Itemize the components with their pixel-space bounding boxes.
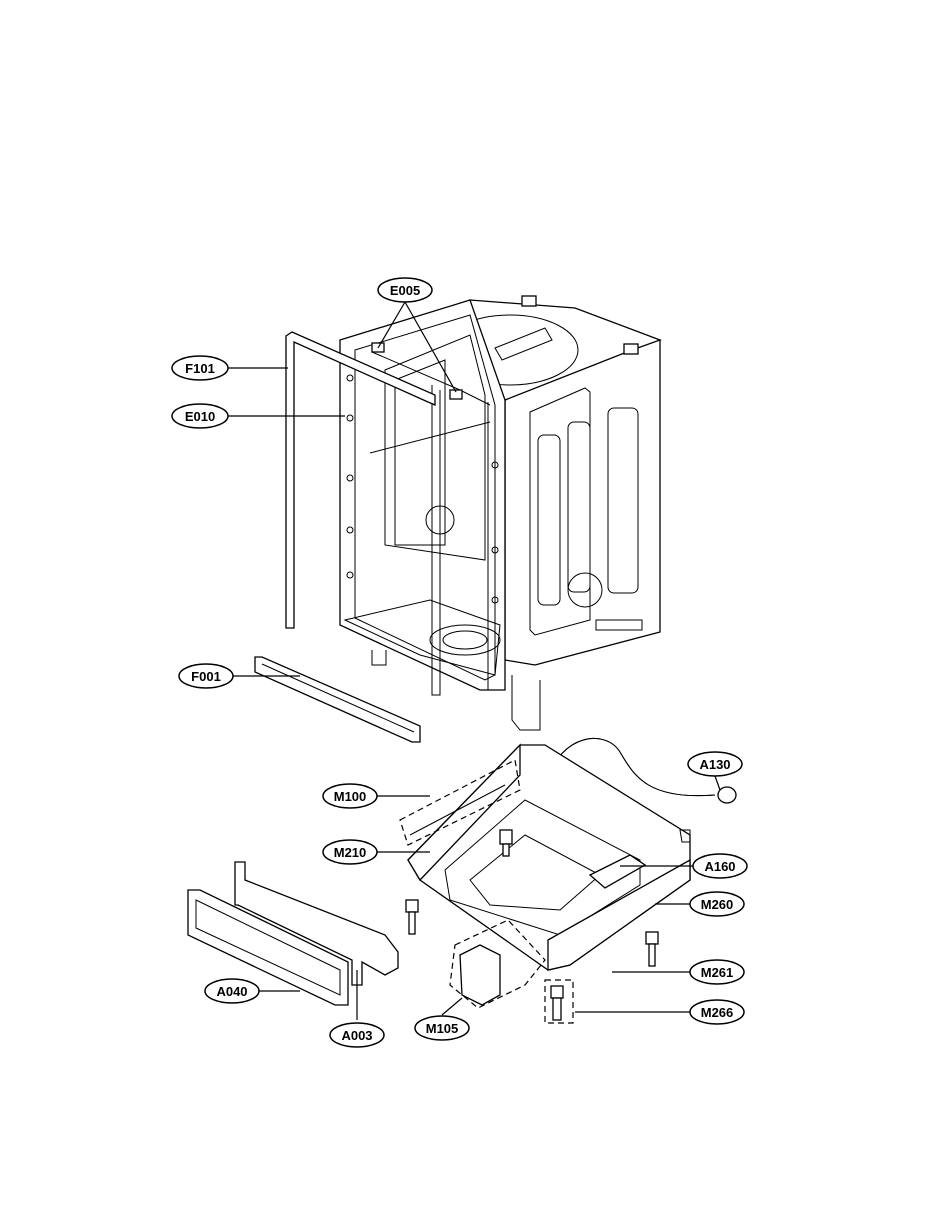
callout-a160-label: A160 [704, 859, 735, 874]
callout-e005: E005 [377, 277, 433, 303]
callout-m100-label: M100 [334, 789, 367, 804]
lower-seal-strip [254, 656, 421, 743]
callout-f001: F001 [178, 663, 234, 689]
callout-a130-label: A130 [699, 757, 730, 772]
callout-e010-label: E010 [185, 409, 215, 424]
callout-m266-label: M266 [701, 1005, 734, 1020]
leader-lines [228, 301, 721, 1020]
callout-a003-label: A003 [341, 1028, 372, 1043]
callout-a130: A130 [687, 751, 743, 777]
callout-f001-label: F001 [191, 669, 221, 684]
callout-m260: M260 [689, 891, 745, 917]
callout-a003: A003 [329, 1022, 385, 1048]
door-gasket-strip [285, 331, 436, 629]
callout-m260-label: M260 [701, 897, 734, 912]
callout-m210: M210 [322, 839, 378, 865]
callout-f101-label: F101 [185, 361, 215, 376]
base-assembly [399, 737, 737, 1024]
callout-m210-label: M210 [334, 845, 367, 860]
callout-f101: F101 [171, 355, 229, 381]
callout-e010: E010 [171, 403, 229, 429]
toe-kick-bracket [234, 861, 399, 986]
callout-a160: A160 [692, 853, 748, 879]
callout-m105: M105 [414, 1015, 470, 1041]
callout-a040: A040 [204, 978, 260, 1004]
callout-e005-label: E005 [390, 283, 420, 298]
callout-m100: M100 [322, 783, 378, 809]
callout-a040-label: A040 [216, 984, 247, 999]
tub-assembly [339, 295, 662, 731]
toe-kick-panel [187, 889, 349, 1006]
callout-m266: M266 [689, 999, 745, 1025]
callout-m261-label: M261 [701, 965, 734, 980]
callout-m261: M261 [689, 959, 745, 985]
callout-m105-label: M105 [426, 1021, 459, 1036]
